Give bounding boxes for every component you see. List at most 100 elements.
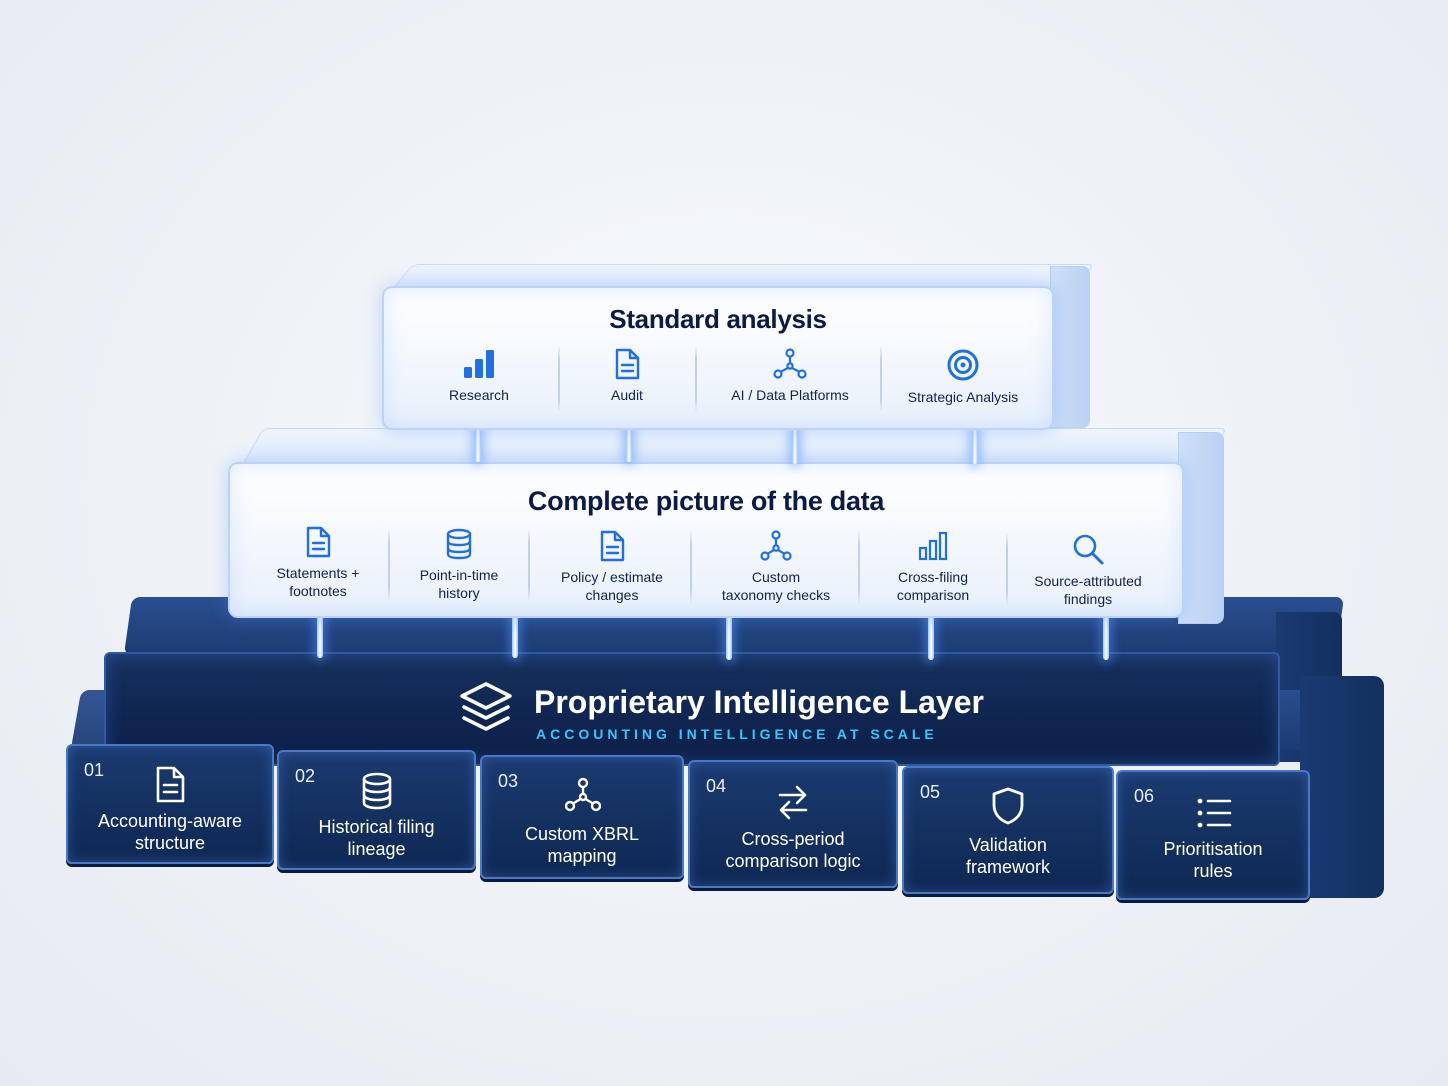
tile-number: 03 [498,771,519,791]
foundation-tile-05: 05 Validation framework [902,766,1114,894]
intelligence-layer-slab: Proprietary Intelligence Layer ACCOUNTIN… [104,652,1280,766]
bar-chart-icon [464,350,494,378]
standard-item-ai-platforms: AI / Data Platforms [708,348,872,404]
tile-number: 06 [1134,786,1155,806]
divider [1006,532,1008,606]
foundation-tile-04: 04 Cross-period comparison logic [688,760,898,888]
tile-label: Accounting-aware structure [68,810,272,854]
item-label-line1: Statements + [276,565,360,581]
tile-label-line1: Validation [969,835,1047,855]
connector-post [726,614,732,660]
tile-label: Prioritisation rules [1118,838,1308,882]
document-icon [615,348,640,380]
foundation-tile-06: 06 Prioritisation rules [1116,770,1310,900]
document-icon [600,530,625,562]
foundation-tier-side [1300,676,1384,898]
standard-analysis-slab: Standard analysis Research Audit [382,286,1054,430]
item-label-line1: Custom [751,569,801,585]
item-label-line2: comparison [896,587,970,603]
tile-label: Cross-period comparison logic [690,828,896,872]
tile-label-line1: Accounting-aware [97,811,243,831]
tile-label: Validation framework [904,834,1112,878]
divider [858,530,860,604]
standard-item-audit: Audit [572,348,682,404]
complete-item-history: Point-in-time history [392,528,526,602]
complete-slab-side [1178,432,1224,624]
tile-label-line1: Cross-period [741,829,845,849]
intelligence-layer-subtitle: ACCOUNTING INTELLIGENCE AT SCALE [536,726,938,742]
tile-label-line2: framework [965,857,1050,877]
database-icon [362,772,391,810]
item-label: Strategic Analysis [907,389,1019,405]
shield-icon [992,787,1024,825]
tile-number: 02 [295,766,316,786]
item-label: AI / Data Platforms [731,387,849,403]
divider [528,528,530,602]
item-label-line1: Cross-filing [897,569,968,585]
item-label-line1: Policy / estimate [561,569,663,585]
divider [388,528,390,602]
foundation-tile-03: 03 Custom XBRL mapping [480,755,684,879]
item-label-line2: history [438,585,480,601]
complete-item-statements: Statements + footnotes [250,526,386,600]
database-icon [446,528,472,560]
tile-label-line2: comparison logic [725,851,861,871]
connector-post [317,612,323,658]
item-label-line1: Point-in-time [419,567,499,583]
connector-post [475,426,481,462]
tile-label: Custom XBRL mapping [482,823,682,867]
tile-number: 05 [920,782,941,802]
target-icon [947,349,979,381]
tile-label-line1: Custom XBRL [524,824,640,844]
network-icon [760,530,792,561]
divider [690,530,692,604]
list-icon [1197,798,1232,828]
item-label-line1: Source-attributed [1034,573,1142,589]
layers-icon [460,682,512,731]
item-label: Audit [611,387,643,403]
connector-post [792,428,798,464]
tile-label-line2: rules [1193,861,1233,881]
tile-number: 04 [706,776,727,796]
tile-label-line2: structure [134,833,206,853]
document-icon [306,526,331,558]
tile-label-line2: mapping [547,846,617,866]
intelligence-layer-title: Proprietary Intelligence Layer [534,684,984,720]
item-label-line2: footnotes [289,583,347,599]
standard-item-research: Research [424,348,534,404]
divider [880,346,882,412]
item-label-line2: findings [1063,591,1113,607]
complete-item-source: Source-attributed findings [1012,532,1164,608]
item-label-line2: changes [585,587,639,603]
connector-post [1103,614,1109,660]
foundation-tile-02: 02 Historical filing lineage [277,750,476,870]
complete-picture-title: Complete picture of the data [527,486,885,516]
complete-item-cross-filing: Cross-filing comparison [864,530,1002,604]
complete-item-policy: Policy / estimate changes [534,530,690,604]
connector-post [626,426,632,462]
standard-slab-side [1050,266,1090,428]
tile-label-line2: lineage [347,839,406,859]
connector-post [512,612,518,658]
standard-item-strategic: Strategic Analysis [888,348,1038,406]
connector-post [928,614,934,660]
item-label-line2: taxonomy checks [721,587,831,603]
complete-picture-slab: Complete picture of the data Statements … [228,462,1184,618]
document-icon [156,766,185,803]
tile-number: 01 [84,760,105,780]
tile-label-line1: Prioritisation [1163,839,1263,859]
item-label: Research [449,387,509,403]
complete-item-taxonomy: Custom taxonomy checks [700,530,852,604]
connector-post [972,428,978,464]
swap-arrows-icon [778,785,808,820]
search-icon [1073,534,1104,565]
tile-label-line1: Historical filing [318,817,435,837]
divider [695,346,697,412]
network-icon [773,348,807,379]
divider [558,346,560,412]
tile-label: Historical filing lineage [279,816,474,860]
bar-chart-icon [918,531,948,561]
network-icon [565,777,601,812]
foundation-tile-01: 01 Accounting-aware structure [66,744,274,864]
standard-analysis-title: Standard analysis [609,304,827,334]
